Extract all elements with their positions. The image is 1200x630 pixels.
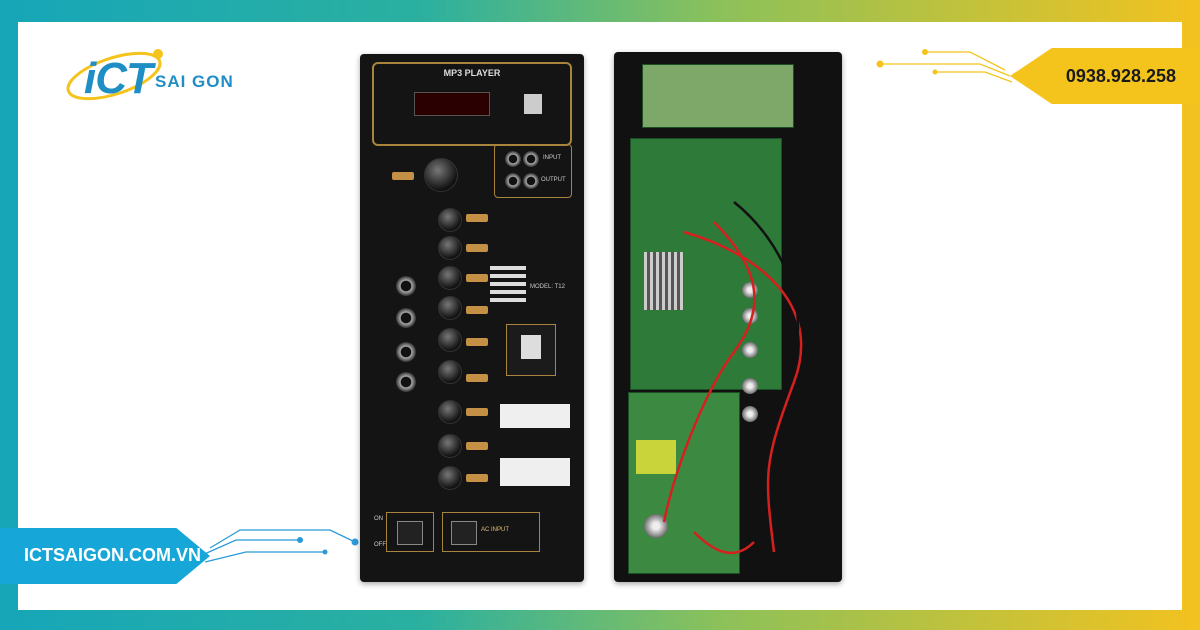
input-output-block: INPUT OUTPUT [494, 144, 572, 198]
eq-knob[interactable] [438, 466, 462, 490]
capacitor [742, 342, 758, 358]
amplifier-front-panel: MP3 PLAYER INPUT OUTPUT MODEL: T12 ON [360, 54, 584, 582]
eq-knob[interactable] [438, 328, 462, 352]
phone-banner [1010, 48, 1200, 104]
panel-tag [466, 408, 488, 416]
warning-label-triangle [500, 458, 570, 486]
wiring [662, 201, 803, 554]
content-card [18, 22, 1182, 610]
model-label: MODEL: T12 [530, 284, 565, 290]
output-label: OUTPUT [541, 177, 566, 183]
eq-knob[interactable] [438, 434, 462, 458]
transformer [636, 440, 676, 474]
brand-logo: iCT SAI GON [62, 42, 262, 112]
panel-tag [466, 374, 488, 382]
ac-input-label: AC INPUT [481, 527, 510, 533]
volume-knob[interactable] [424, 158, 458, 192]
logo-text-ict: iCT [84, 54, 153, 103]
logo-swoosh-icon [66, 49, 163, 101]
heatsink [644, 252, 684, 310]
panel-tag [466, 338, 488, 346]
mp3-display [414, 92, 490, 116]
output-jack-l [505, 173, 521, 189]
mic-jack[interactable] [396, 308, 416, 328]
warning-label [500, 404, 570, 428]
usb-port-icon [524, 94, 542, 114]
eq-knob[interactable] [438, 208, 462, 232]
mp3-module-pcb [642, 64, 794, 128]
power-switch[interactable] [397, 521, 423, 545]
website-banner [0, 528, 210, 584]
panel-tag [466, 474, 488, 482]
eq-knob[interactable] [438, 236, 462, 260]
website-url[interactable]: ICTSAIGON.COM.VN [24, 545, 202, 565]
input-jack-l [505, 151, 521, 167]
panel-tag [466, 442, 488, 450]
panel-tag [392, 172, 414, 180]
eq-knob[interactable] [438, 360, 462, 384]
power-supply-pcb [628, 392, 740, 574]
amplifier-back-pcb [614, 52, 842, 582]
power-switch-block [386, 512, 434, 552]
input-jack-r [523, 151, 539, 167]
mic-jack[interactable] [396, 372, 416, 392]
off-label: OFF [374, 542, 386, 548]
capacitor [742, 406, 758, 422]
panel-tag [466, 306, 488, 314]
eq-knob[interactable] [438, 400, 462, 424]
logo-text-saigon: SAI GON [155, 72, 234, 91]
panel-tag [466, 274, 488, 282]
panel-tag [466, 214, 488, 222]
on-label: ON [374, 516, 383, 522]
capacitor [742, 378, 758, 394]
panel-tag [466, 244, 488, 252]
eq-knob[interactable] [438, 296, 462, 320]
mp3-player-module: MP3 PLAYER [372, 62, 572, 146]
speaker-terminal [506, 324, 556, 376]
mic-jack[interactable] [396, 276, 416, 296]
mic-jack[interactable] [396, 342, 416, 362]
eq-knob[interactable] [438, 266, 462, 290]
ac-socket [451, 521, 477, 545]
led-bars [490, 266, 526, 302]
phone-number[interactable]: 0938.928.258 [1065, 66, 1176, 86]
terminal-block [521, 335, 541, 359]
ac-input-block: AC INPUT [442, 512, 540, 552]
output-jack-r [523, 173, 539, 189]
input-label: INPUT [543, 155, 561, 161]
mp3-player-title: MP3 PLAYER [443, 68, 501, 78]
